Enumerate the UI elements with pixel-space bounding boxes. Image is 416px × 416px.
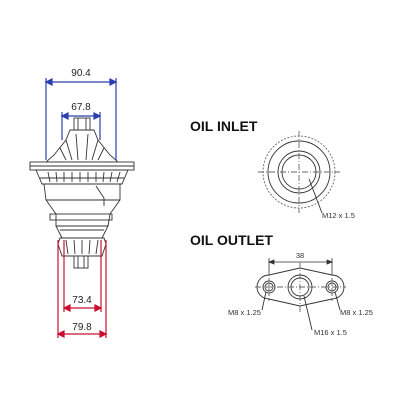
oil-outlet-spacing: 38 — [296, 251, 304, 260]
turbo-cartridge — [29, 117, 135, 269]
oil-inlet-heading: OIL INLET — [190, 118, 258, 134]
dim-turbine-inner: 73.4 — [72, 295, 92, 306]
oil-outlet-left-bolt-note: M8 x 1.25 — [228, 308, 261, 317]
dim-compressor-inner: 67.8 — [71, 102, 91, 113]
oil-inlet-flange — [258, 131, 340, 214]
dim-turbine-outer: 79.8 — [72, 322, 92, 333]
turbine-dimensions — [56, 240, 108, 338]
turbine-nut — [73, 255, 89, 269]
oil-inlet-thread-note: M12 x 1.5 — [322, 211, 355, 220]
oil-outlet-heading: OIL OUTLET — [190, 232, 273, 248]
oil-outlet-flange — [255, 262, 346, 331]
dim-compressor-outer: 90.4 — [71, 68, 91, 79]
oil-outlet-dimension — [267, 258, 334, 282]
compressor-dimensions — [44, 78, 118, 160]
turbine-backplate — [55, 225, 109, 239]
bearing-housing-fins — [35, 169, 129, 185]
compressor-wheel — [44, 129, 120, 163]
compressor-nut — [73, 117, 91, 131]
oil-outlet-right-bolt-note: M8 x 1.25 — [340, 308, 373, 317]
oil-outlet-center-note: M16 x 1.5 — [314, 328, 347, 337]
